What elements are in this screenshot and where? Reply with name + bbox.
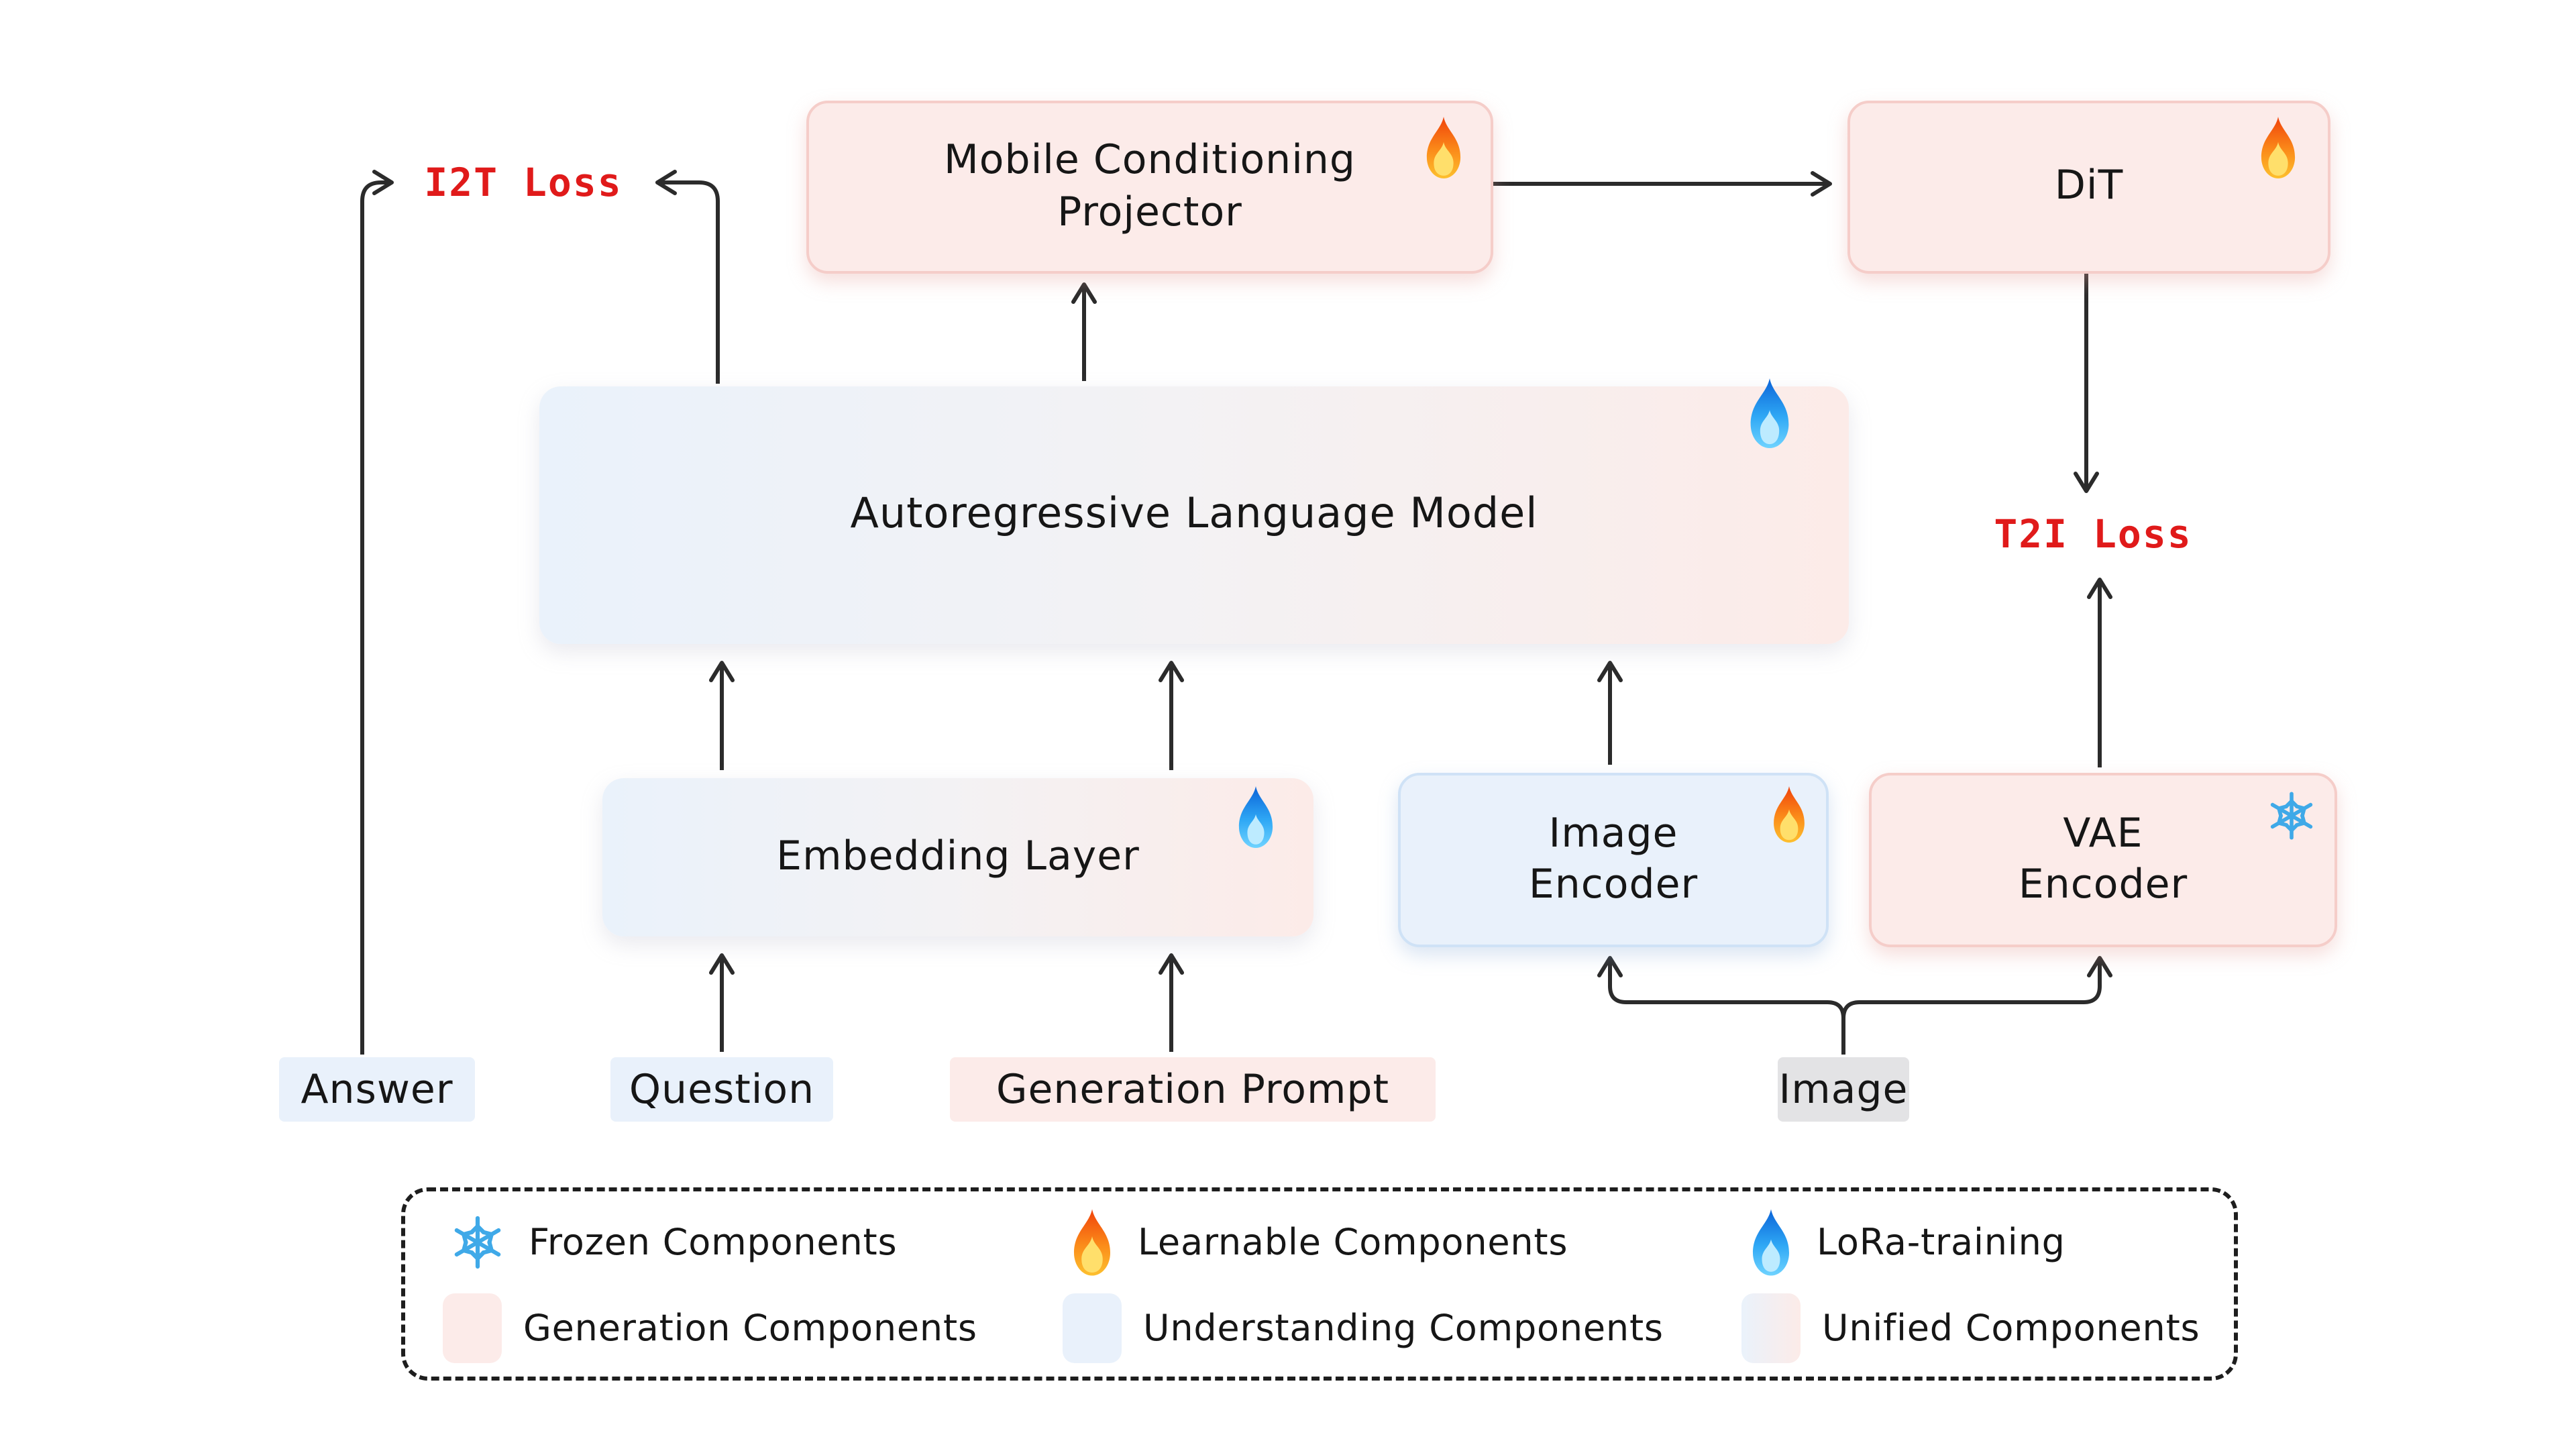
flame-icon [1768,786,1810,843]
input-question: Question [610,1057,833,1122]
input-generation-prompt: Generation Prompt [950,1057,1436,1122]
legend-item-frozen: Frozen Components [448,1199,897,1285]
legend-label: Understanding Components [1143,1307,1664,1349]
legend-label: Generation Components [523,1307,977,1349]
arrow-image-to-image-encoder [1597,956,1845,1055]
arrow-alm-to-i2t-loss [655,170,720,384]
node-label: Embedding Layer [776,833,1140,880]
node-label: Encoder [1528,861,1699,908]
generation-swatch [443,1293,502,1363]
legend-item-understanding: Understanding Components [1063,1285,1664,1371]
i2t-loss-label: I2T Loss [424,160,623,205]
node-label: DiT [2054,162,2124,210]
node-image-encoder: Image Encoder [1398,773,1829,947]
t2i-loss-label: T2I Loss [1994,511,2192,557]
node-label: Image [1548,810,1678,857]
blue-flame-icon [1233,786,1279,848]
blue-flame-icon [1747,1209,1795,1276]
flame-icon [1068,1209,1116,1276]
snowflake-icon [448,1213,507,1272]
legend-label: Frozen Components [529,1222,898,1263]
node-vae-encoder: VAE Encoder [1869,773,2337,947]
legend-label: Unified Components [1822,1307,2200,1349]
legend-item-unified: Unified Components [1741,1285,2200,1371]
arrow-answer-to-i2t-loss [360,170,394,1055]
flame-icon [1421,117,1466,178]
node-label: VAE [2063,810,2143,857]
legend-item-lora-training: LoRa-training [1747,1199,2065,1285]
node-autoregressive-language-model: Autoregressive Language Model [539,386,1849,644]
understanding-swatch [1063,1293,1122,1363]
node-label: Mobile Conditioning [944,137,1356,184]
legend-label: LoRa-training [1817,1222,2065,1263]
snowflake-icon [2265,789,2318,843]
blue-flame-icon [1744,378,1795,448]
input-image: Image [1778,1057,1909,1122]
legend-item-generation: Generation Components [443,1285,977,1371]
legend-box: Frozen Components Learnable Components L… [401,1187,2238,1381]
arrow-image-to-vae-encoder [1841,956,2112,1055]
unified-swatch [1741,1293,1801,1363]
node-mobile-conditioning-projector: Mobile Conditioning Projector [806,101,1493,274]
node-label: Projector [1057,189,1242,235]
node-embedding-layer: Embedding Layer [602,778,1313,936]
legend-label: Learnable Components [1138,1222,1568,1263]
legend-item-learnable: Learnable Components [1068,1199,1568,1285]
node-label: Encoder [2018,861,2188,908]
node-dit: DiT [1847,101,2330,274]
input-answer: Answer [279,1057,475,1122]
flame-icon [2255,117,2301,178]
node-label: Autoregressive Language Model [850,490,1538,539]
